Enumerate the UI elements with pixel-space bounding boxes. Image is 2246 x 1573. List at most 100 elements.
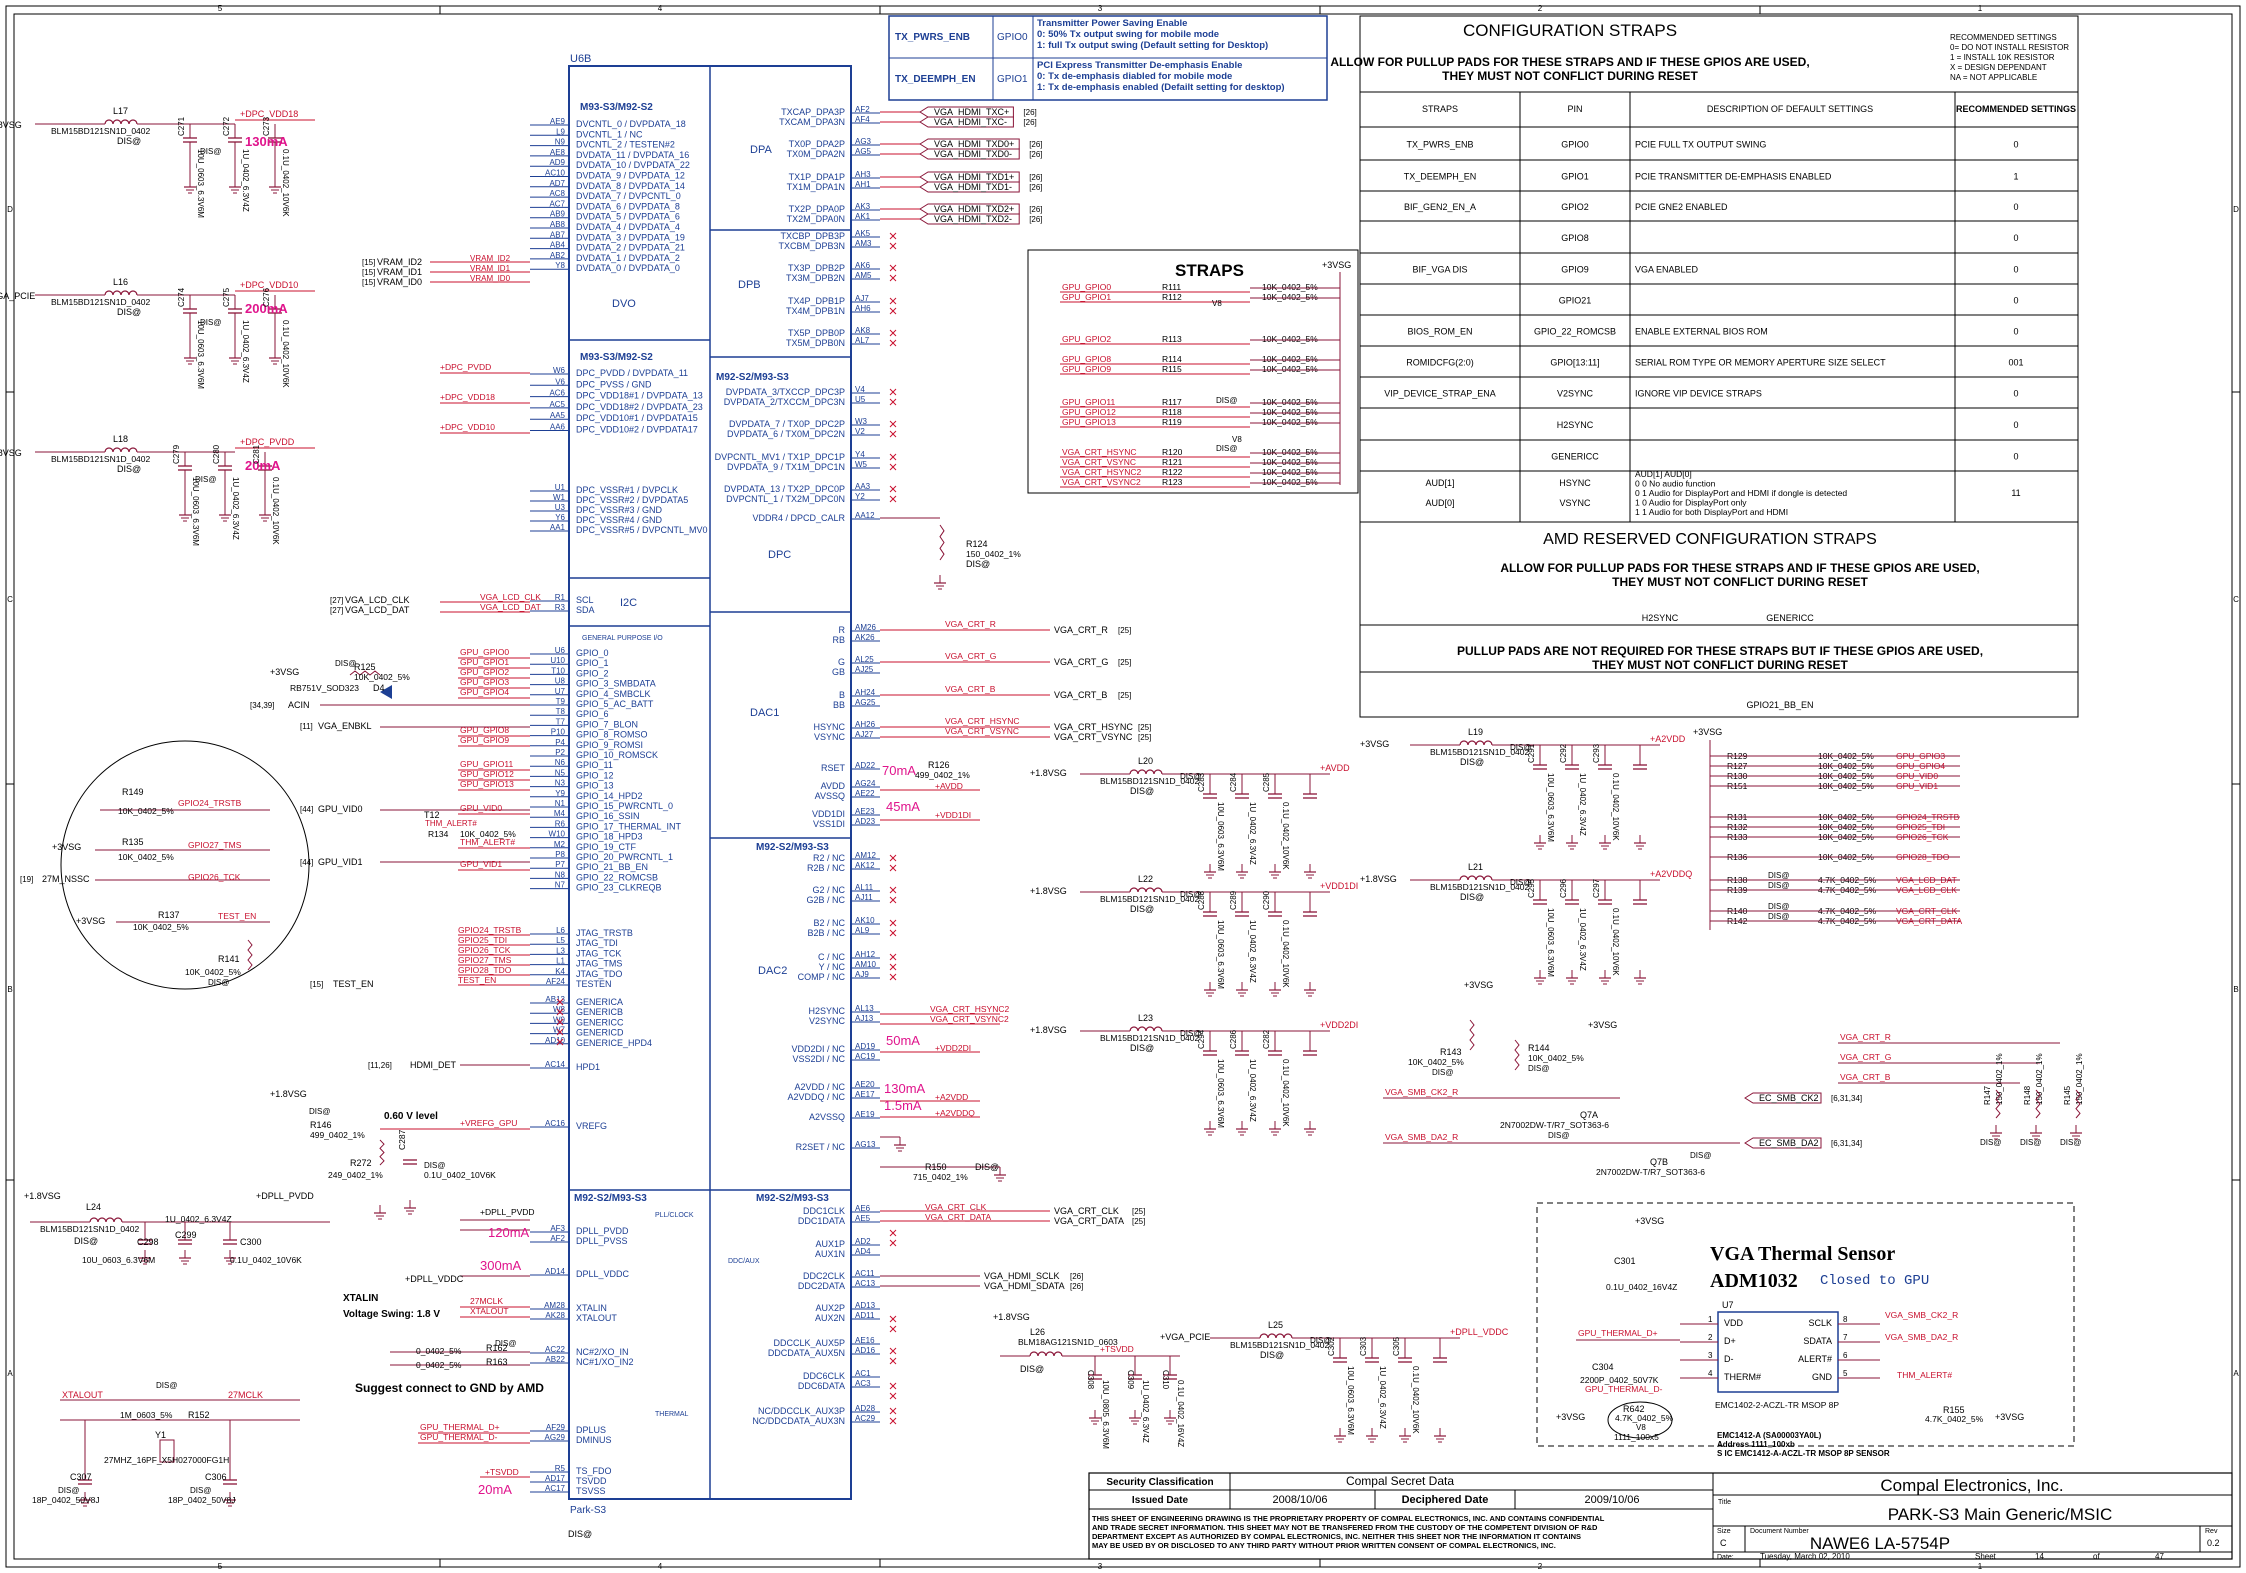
- ball-id: AA6: [550, 423, 566, 432]
- ic-pin: SDATA: [1803, 1336, 1832, 1346]
- net-label: +VDD1DI: [1320, 881, 1358, 891]
- resistor-symbol: [1469, 1019, 1475, 1051]
- table-cell: 0 1 Audio for DisplayPort and HDMI if do…: [1635, 488, 1847, 498]
- block-label: DAC1: [750, 707, 779, 719]
- wire-segment: [556, 1028, 564, 1036]
- net-label: VGA_LCD_DAT: [480, 602, 541, 612]
- table-cell: GPIO2: [1561, 202, 1589, 212]
- net-flag-label: VGA_HDMI_TXC-: [934, 117, 1007, 127]
- ball-id: AC7: [549, 199, 565, 208]
- net-label: +A2VDD: [935, 1092, 968, 1102]
- net-flag-label: VGA_HDMI_TXD1+: [934, 172, 1014, 182]
- net-flag-label: EC_SMB_CK2: [1759, 1093, 1819, 1103]
- table-cell: ENABLE EXTERNAL BIOS ROM: [1635, 327, 1768, 337]
- net-flag: [919, 171, 1020, 183]
- pin-label: GPIO_22_ROMCSB: [576, 872, 658, 882]
- net-flag-label: VGA_HDMI_TXD2+: [934, 204, 1014, 214]
- net-label: +DPC_PVDD: [240, 437, 295, 447]
- thermal-ic: [1717, 1311, 1839, 1393]
- dis-marker: DIS@: [200, 147, 221, 156]
- ball-id: AE23: [855, 807, 875, 816]
- strap-net: GPU_GPIO13: [1062, 417, 1116, 427]
- note-gpio: GPIO1: [997, 74, 1028, 85]
- net-label: +VDD2DI: [1320, 1020, 1358, 1030]
- inductor-ref: L20: [1138, 756, 1153, 766]
- ball-id: AK3: [855, 202, 871, 211]
- cap-value: 18P_0402_50V8J: [32, 1495, 100, 1505]
- pin-label: DVCNTL_0 / DVPDATA_18: [576, 119, 686, 129]
- resistor-symbol: [2075, 1089, 2081, 1119]
- net-label: VGA_CRT_G: [1054, 657, 1108, 667]
- ball-id: AC19: [855, 1052, 876, 1061]
- ball-id: N7: [555, 881, 566, 890]
- strap-net: VGA_CRT_VSYNC: [1062, 457, 1136, 467]
- net-flag: [919, 138, 1020, 150]
- ball-id: AH1: [855, 180, 871, 189]
- pin-label: DPC_PVDD / DVPDATA_11: [576, 368, 688, 378]
- net-flag-label: VGA_HDMI_TXD0+: [934, 139, 1014, 149]
- pin-label: GPIO_4_SMBCLK: [576, 689, 651, 699]
- net-ref: [11]: [300, 722, 313, 731]
- crystal-symbol: [159, 1439, 175, 1463]
- resistor-symbol: [2035, 1089, 2041, 1119]
- title-cell: 47: [2155, 1552, 2164, 1561]
- pin-label: R: [839, 625, 846, 635]
- net-label: GPU_GPIO4: [460, 687, 509, 697]
- dis-marker: DIS@: [1260, 1350, 1284, 1360]
- pin-label: GPIO_3_SMBDATA: [576, 679, 656, 689]
- resistor-ref: R163: [486, 1357, 508, 1367]
- supply-label: +3VSG: [52, 842, 81, 852]
- grid-number: 4: [658, 4, 663, 13]
- ball-id: AM3: [855, 239, 872, 248]
- strap-net: VGA_CRT_VSYNC2: [1062, 477, 1141, 487]
- ball-id: AB9: [550, 210, 566, 219]
- net-label: VGA_CRT_HSYNC: [945, 716, 1019, 726]
- pin-label: DPC_VDD10#2 / DVPDATA17: [576, 425, 698, 435]
- pin-label: NC#2/XO_IN: [576, 1347, 629, 1357]
- ball-id: W3: [855, 417, 868, 426]
- net-label: XTALOUT: [62, 1390, 103, 1400]
- dis-marker: DIS@: [117, 464, 141, 474]
- wire-segment: [889, 339, 897, 347]
- inductor-part: BLM15BD121SN1D_0402: [51, 297, 151, 307]
- cap-ref: C280: [212, 444, 221, 464]
- supply-label: +VGA_PCIE: [1160, 1332, 1210, 1342]
- title-cell: Date:: [1717, 1554, 1734, 1561]
- thermal-title: VGA Thermal Sensor: [1710, 1243, 1895, 1265]
- pin-label: R2 / NC: [813, 853, 846, 863]
- supply-label: +3VSG: [76, 916, 105, 926]
- wires: VGA_HDMI_TXC+[26]VGA_HDMI_TXC-[26]VGA_HD…: [30, 106, 1660, 1507]
- table-cell: IGNORE VIP DEVICE STRAPS: [1635, 389, 1762, 399]
- resistor-ref: R150: [925, 1162, 947, 1172]
- inductor-ref: L22: [1138, 874, 1153, 884]
- dis-marker: DIS@: [2060, 1138, 2081, 1147]
- net-ref: [26]: [1029, 183, 1042, 192]
- pin-label: DVDATA_3 / DVPDATA_19: [576, 232, 685, 242]
- resistor-value: 150_0402_1%: [2035, 1053, 2044, 1105]
- note-strap-name: TX_DEEMPH_EN: [895, 74, 976, 85]
- net-label: GPU_GPIO3: [460, 677, 509, 687]
- strap-resistor-ref: R118: [1162, 407, 1182, 417]
- table-cell: H2SYNC: [1642, 613, 1679, 623]
- amd-reserved-subtitle: THEY MUST NOT CONFLICT DURING RESET: [1612, 575, 1868, 589]
- supply-label: +1.8VSG: [0, 120, 22, 130]
- table-cell: ROMIDCFG(2:0): [1406, 358, 1474, 368]
- inductor-ref: L19: [1468, 727, 1483, 737]
- table-header: STRAPS: [1422, 104, 1458, 114]
- ball-id: AB13: [545, 995, 565, 1004]
- pin-label: DPC_PVSS / GND: [576, 379, 652, 389]
- ball-id: AK8: [855, 326, 871, 335]
- table-header: PIN: [1567, 104, 1582, 114]
- ball-id: Y8: [555, 261, 565, 270]
- resistor-symbol: [247, 939, 253, 971]
- ball-id: AB2: [550, 251, 566, 260]
- resistor-value: 10K_0402_5%: [118, 852, 174, 862]
- ball-id: AK28: [545, 1311, 565, 1320]
- ball-id: AM26: [855, 623, 876, 632]
- pin-label: DVPDATA_9 / TX1M_DPC1N: [727, 462, 845, 472]
- net-ref: [44]: [300, 858, 313, 867]
- cap-value: 0.1U_0402_10V6K: [230, 1255, 302, 1265]
- wire-segment: [889, 264, 897, 272]
- ball-id: AG13: [855, 1140, 876, 1149]
- cap-ref: C283: [1197, 772, 1206, 792]
